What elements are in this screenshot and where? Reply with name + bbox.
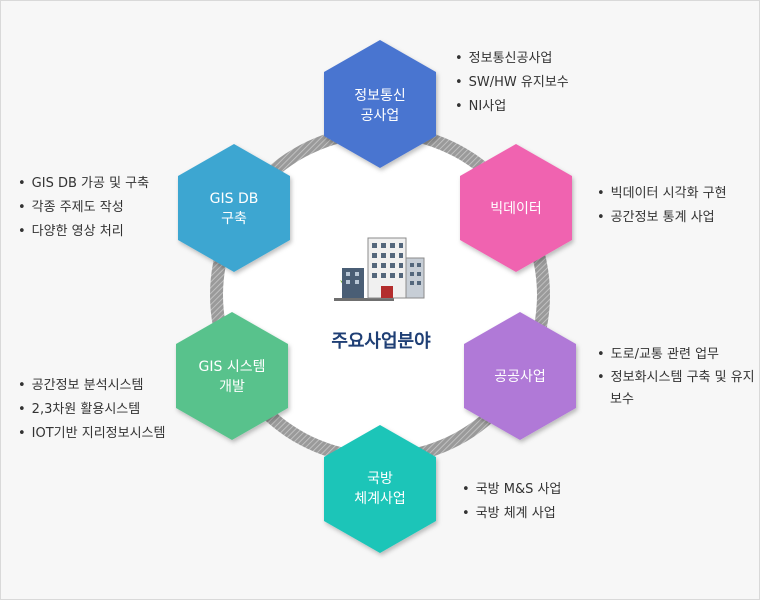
hex-info-shape (324, 40, 436, 168)
hex-info-line1: 정보통신 (354, 88, 406, 104)
hex-defense-shape (324, 425, 436, 553)
list-item: 국방 M&S 사업 (462, 478, 562, 502)
hex-bigdata-line1: 빅데이터 (490, 201, 542, 217)
list-gis-dev: 공간정보 분석시스템 2,3차원 활용시스템 IOT기반 지리정보시스템 (18, 374, 166, 446)
list-info: 정보통신공사업 SW/HW 유지보수 NI사업 (455, 47, 569, 119)
list-item: IOT기반 지리정보시스템 (18, 422, 166, 446)
hex-gisdb-line2: 구축 (221, 211, 247, 227)
hex-bigdata: 빅데이터 (460, 144, 572, 272)
list-gis-db: GIS DB 가공 및 구축 각종 주제도 작성 다양한 영상 처리 (18, 172, 149, 244)
hex-public-line1: 공공사업 (494, 369, 546, 385)
hex-gisdev-line2: 개발 (219, 379, 245, 395)
hex-public: 공공사업 (464, 312, 576, 440)
hex-info-telecom: 정보통신 공사업 (324, 40, 436, 168)
hex-defense-line1: 국방 (367, 471, 393, 487)
center-title: 주요사업분야 (331, 331, 431, 352)
hex-gisdb-line1: GIS DB (210, 191, 259, 207)
hex-defense: 국방 체계사업 (324, 425, 436, 553)
hex-public-shape (464, 312, 576, 440)
list-bigdata: 빅데이터 시각화 구현 공간정보 통계 사업 (597, 182, 727, 230)
list-item: 각종 주제도 작성 (18, 196, 149, 220)
hex-bigdata-shape (460, 144, 572, 272)
list-item: 도로/교통 관련 업무 (597, 343, 757, 367)
list-item: 공간정보 통계 사업 (597, 206, 727, 230)
list-item: 다양한 영상 처리 (18, 220, 149, 244)
list-item: 정보화시스템 구축 및 유지보수 (597, 367, 757, 411)
hex-gisdb-shape (178, 144, 290, 272)
building-icon (334, 237, 425, 301)
hex-gis-dev: GIS 시스템 개발 (176, 312, 288, 440)
hex-gis-db: GIS DB 구축 (178, 144, 290, 272)
list-item: 국방 체계 사업 (462, 502, 561, 526)
list-defense: 국방 M&S 사업 국방 체계 사업 (462, 478, 562, 526)
list-item: 공간정보 분석시스템 (18, 374, 165, 398)
list-item: GIS DB 가공 및 구축 (18, 172, 149, 196)
list-item: 빅데이터 시각화 구현 (597, 182, 727, 206)
hex-gisdev-shape (176, 312, 288, 440)
hex-defense-line2: 체계사업 (354, 491, 406, 507)
list-item: 2,3차원 활용시스템 (18, 398, 165, 422)
hex-gisdev-line1: GIS 시스템 (199, 359, 266, 375)
hex-info-line2: 공사업 (361, 108, 400, 124)
list-item: 정보통신공사업 (455, 47, 569, 71)
list-item: SW/HW 유지보수 (455, 71, 569, 95)
list-item: NI사업 (455, 95, 569, 119)
list-public: 도로/교통 관련 업무 정보화시스템 구축 및 유지보수 (597, 343, 757, 411)
